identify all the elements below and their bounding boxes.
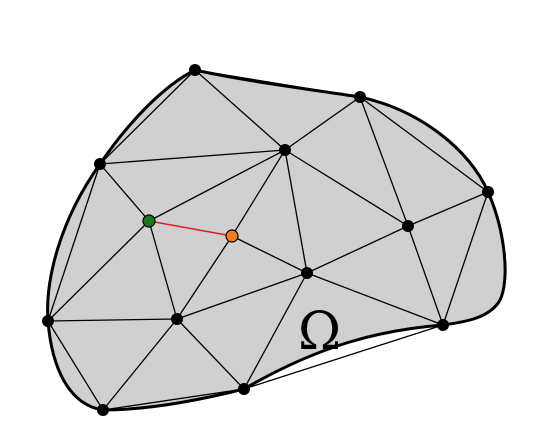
mesh-edge [47, 220, 150, 322]
mesh-edge [176, 318, 245, 390]
mesh-nodes [42, 64, 494, 416]
mesh-edge [442, 191, 489, 326]
mesh-node [42, 315, 54, 327]
mesh-edge [47, 163, 101, 322]
mesh-node [171, 313, 183, 325]
mesh-edge [407, 191, 489, 227]
mesh-edge [47, 320, 104, 411]
mesh-edge [47, 318, 178, 322]
mesh-edge [148, 149, 286, 222]
mesh-edge [284, 96, 361, 151]
mesh-edge [102, 388, 245, 411]
mesh-node [437, 319, 449, 331]
highlight-node-orange [225, 229, 239, 243]
mesh-edge [102, 318, 178, 411]
mesh-edge [231, 235, 308, 274]
mesh-edge [284, 149, 409, 227]
mesh-edge [306, 272, 444, 326]
mesh-edge [243, 272, 308, 390]
mesh-edge [231, 149, 286, 237]
mesh-node [354, 91, 366, 103]
mesh-node [279, 144, 291, 156]
mesh-edge [148, 220, 178, 320]
mesh-edge [99, 163, 150, 222]
mesh-node [301, 267, 313, 279]
mesh-edge [306, 225, 409, 274]
domain-boundary [46, 68, 507, 412]
highlight-node-green [142, 214, 156, 228]
mesh-edge [243, 324, 444, 390]
mesh-edge [359, 96, 409, 227]
domain-label: Ω [298, 302, 341, 362]
mesh-node [189, 64, 201, 76]
mesh-edge [176, 235, 233, 320]
mesh-edge [194, 69, 361, 98]
mesh-node [97, 404, 109, 416]
mesh-node [402, 220, 414, 232]
mesh-edge [194, 69, 286, 151]
mesh-node [94, 158, 106, 170]
mesh-edge [359, 96, 489, 193]
mesh-edge [284, 149, 308, 274]
mesh-node [238, 383, 250, 395]
mesh-edge [99, 69, 196, 165]
highlighted-edge [148, 220, 233, 237]
mesh-edge [176, 272, 308, 320]
mesh-edges [47, 69, 489, 411]
mesh-edge [407, 225, 444, 326]
mesh-edge [99, 149, 286, 165]
mesh-node [482, 186, 494, 198]
